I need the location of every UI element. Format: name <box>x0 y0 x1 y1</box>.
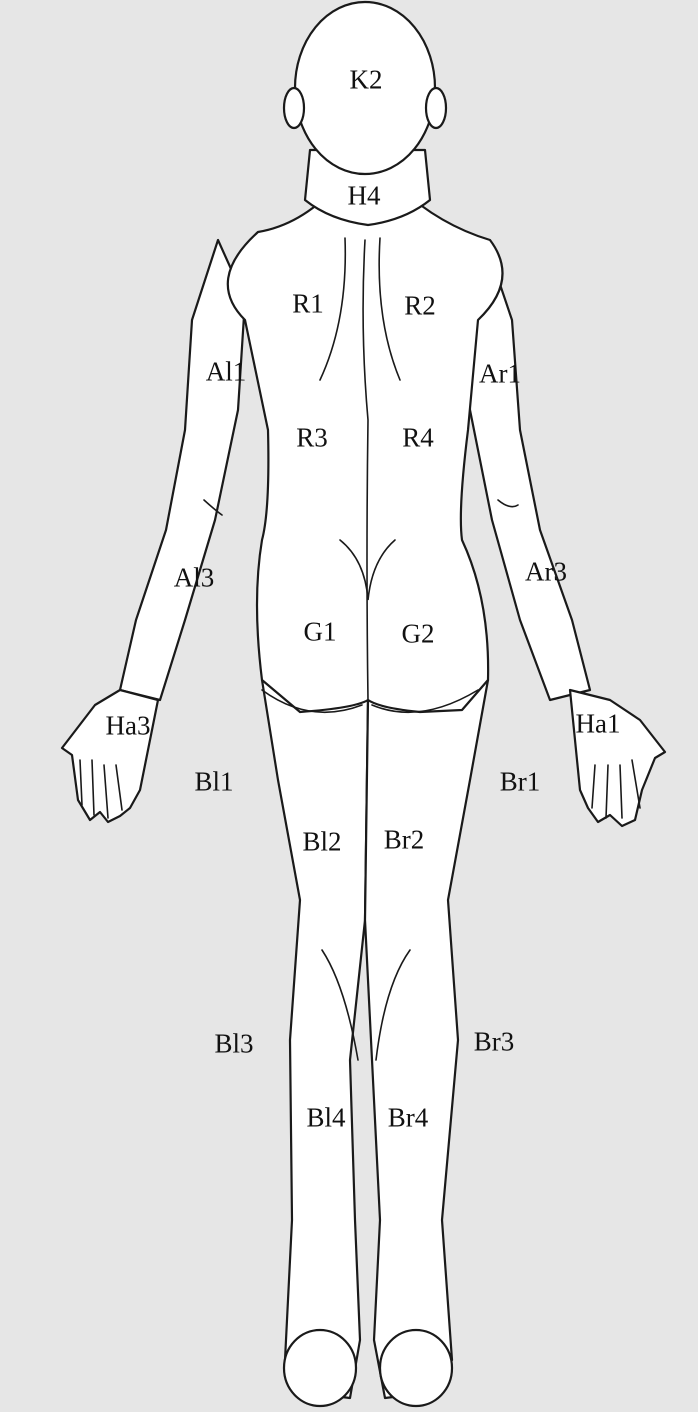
label-hand-right: Ha1 <box>576 711 621 738</box>
left-foot-shape <box>284 1330 356 1406</box>
left-ear-shape <box>284 88 304 128</box>
label-calf-inner-left: Bl4 <box>306 1105 345 1132</box>
label-hand-left: Ha3 <box>106 713 151 740</box>
label-lower-back-right: R4 <box>402 425 434 452</box>
label-lower-back-left: R3 <box>296 425 328 452</box>
label-upper-back-right: R2 <box>404 293 436 320</box>
label-buttock-right: G2 <box>402 621 435 648</box>
left-arm-shape <box>120 240 245 700</box>
label-buttock-left: G1 <box>304 619 337 646</box>
label-upper-back-left: R1 <box>292 291 324 318</box>
label-thigh-inner-right: Br2 <box>384 827 425 854</box>
label-calf-outer-right: Br3 <box>474 1029 515 1056</box>
label-forearm-left: Al3 <box>174 565 215 592</box>
label-upper-arm-left: Al1 <box>206 359 247 386</box>
left-leg-shape <box>262 680 368 1398</box>
torso-shape <box>228 188 503 712</box>
label-calf-inner-right: Br4 <box>388 1105 429 1132</box>
label-calf-outer-left: Bl3 <box>214 1031 253 1058</box>
right-foot-shape <box>380 1330 452 1406</box>
right-leg-shape <box>365 680 488 1398</box>
label-thigh-inner-left: Bl2 <box>302 829 341 856</box>
label-forearm-right: Ar3 <box>525 559 567 586</box>
right-ear-shape <box>426 88 446 128</box>
label-thigh-outer-right: Br1 <box>500 769 541 796</box>
label-neck: H4 <box>348 183 381 210</box>
label-head: K2 <box>350 67 383 94</box>
label-thigh-outer-left: Bl1 <box>194 769 233 796</box>
label-upper-arm-right: Ar1 <box>479 361 521 388</box>
